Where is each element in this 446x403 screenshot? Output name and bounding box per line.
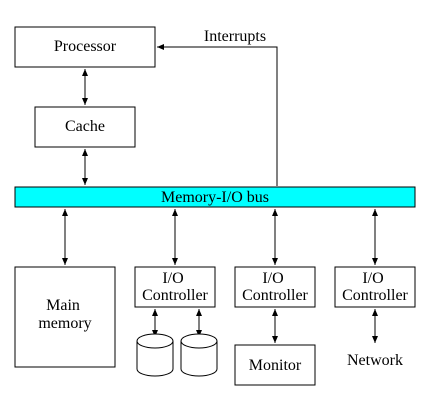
monitor-label: Monitor <box>249 357 302 374</box>
io-controller-3-line-1: I/O <box>362 270 383 287</box>
memory-io-bus <box>14 186 416 208</box>
disk-icon <box>136 333 174 377</box>
io-controller-2-line-1: I/O <box>262 270 283 287</box>
io-controller-1-label: I/O Controller <box>142 270 208 304</box>
disk-icon <box>180 333 218 377</box>
cache-label: Cache <box>65 118 105 135</box>
io-controller-3 <box>334 266 416 308</box>
network-label: Network <box>347 352 403 369</box>
cache-box <box>34 106 136 148</box>
io-controller-1 <box>134 266 216 308</box>
io-controller-2-label: I/O Controller <box>242 270 308 304</box>
main-memory-box <box>14 266 116 368</box>
main-memory-line-2: memory <box>38 315 91 332</box>
monitor-box <box>234 344 316 386</box>
main-memory-label: Main memory <box>38 297 91 332</box>
io-controller-3-label: I/O Controller <box>342 270 408 304</box>
io-controller-3-line-2: Controller <box>342 287 408 304</box>
io-controller-2-line-2: Controller <box>242 287 308 304</box>
io-controller-1-line-1: I/O <box>162 270 183 287</box>
processor-label: Processor <box>54 38 117 55</box>
processor-box <box>14 26 156 68</box>
io-controller-2 <box>234 266 316 308</box>
interrupts-line <box>157 44 278 186</box>
io-controller-1-line-2: Controller <box>142 287 208 304</box>
main-memory-line-1: Main <box>46 297 80 314</box>
bus-label: Memory-I/O bus <box>161 189 269 206</box>
interrupts-label: Interrupts <box>204 28 266 45</box>
